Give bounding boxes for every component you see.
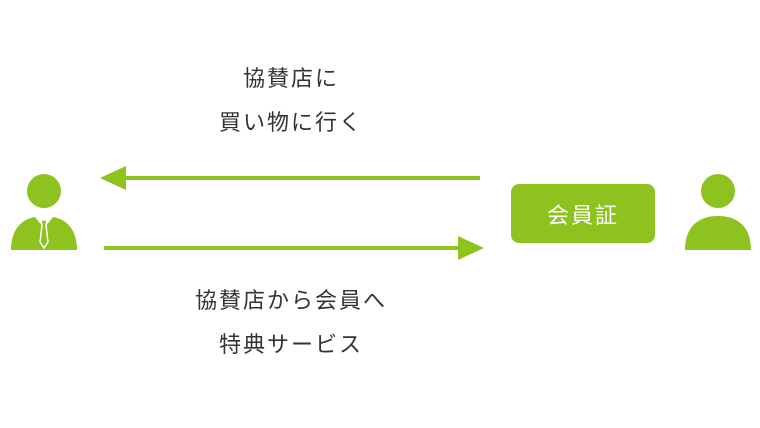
- businessman-icon: [11, 174, 77, 250]
- membership-card-label: 会員証: [546, 203, 619, 229]
- person-icon: [685, 174, 751, 250]
- caption-benefit-line1: 協賛店から会員へ: [194, 289, 387, 314]
- caption-shopping: 協賛店に 買い物に行く: [141, 58, 441, 146]
- caption-shopping-line1: 協賛店に: [242, 67, 339, 92]
- caption-benefit: 協賛店から会員へ 特典サービス: [141, 280, 441, 368]
- caption-shopping-line2: 買い物に行く: [218, 111, 363, 136]
- arrow-left-icon: [100, 166, 480, 190]
- membership-card-badge: 会員証: [511, 184, 655, 243]
- caption-benefit-line2: 特典サービス: [218, 333, 363, 358]
- arrow-right-icon: [104, 236, 484, 260]
